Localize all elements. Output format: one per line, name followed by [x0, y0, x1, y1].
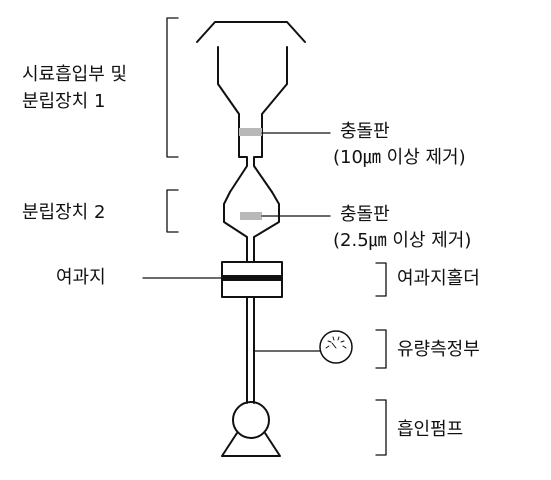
pump-base — [221, 432, 281, 457]
impactor-1-label: 충돌판 — [340, 121, 390, 142]
bracket-separator2 — [166, 189, 179, 233]
bracket-suction-pump — [375, 399, 387, 456]
flow-meter-gauge — [319, 330, 353, 364]
flow-meter-ticks — [325, 336, 347, 349]
impactor-plate-1 — [239, 128, 262, 136]
separator2-left-wall — [223, 191, 248, 263]
bracket-inlet — [166, 17, 179, 158]
inlet-label-line1: 시료흡입부 및 — [22, 64, 128, 85]
impactor-2-note: (2.5㎛ 이상 제거) — [333, 230, 472, 251]
filter-paper-label: 여과지 — [56, 267, 106, 288]
filter-holder-label: 여과지홀더 — [397, 268, 480, 289]
flow-meter-label: 유량측정부 — [397, 339, 480, 360]
bracket-flow-meter — [375, 329, 387, 369]
separator2-label: 분립장치 2 — [22, 202, 106, 223]
inlet-label-line2: 분립장치 1 — [22, 91, 106, 112]
inlet-body-left-wall — [217, 46, 248, 193]
separator2-right-wall — [253, 191, 280, 263]
impactor-1-note: (10㎛ 이상 제거) — [333, 147, 466, 168]
suction-pump-label: 흡인펌프 — [397, 419, 464, 440]
suction-pump — [232, 401, 270, 439]
impactor-plate-2 — [240, 212, 262, 220]
filter-paper — [222, 275, 282, 281]
inlet-hood — [196, 21, 306, 43]
inlet-body-right-wall — [253, 46, 288, 193]
impactor-2-label: 충돌판 — [340, 204, 390, 225]
bracket-filter-holder — [375, 262, 387, 297]
